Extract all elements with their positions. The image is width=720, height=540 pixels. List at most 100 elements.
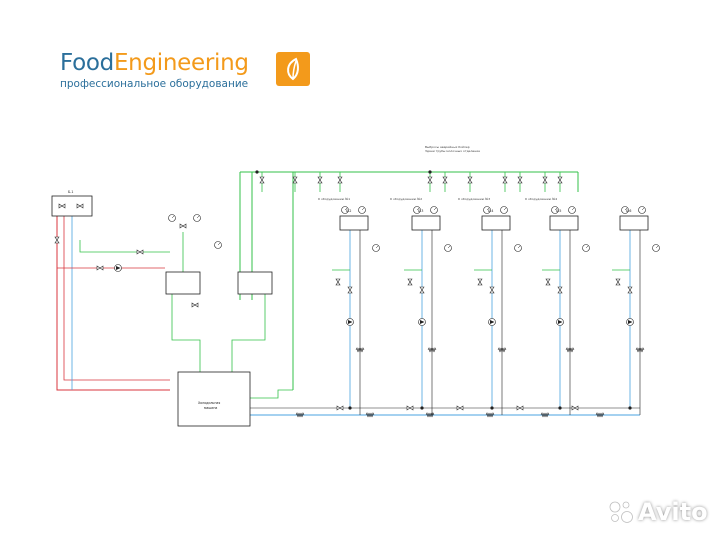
pump-arrow	[628, 320, 633, 324]
brand-logo-block: FoodEngineering профессиональное оборудо…	[60, 50, 249, 90]
central-unit-label-2: машина	[204, 406, 217, 410]
pump-arrow	[116, 266, 121, 270]
red-return-left	[56, 216, 170, 391]
drain-valve-icon	[336, 405, 344, 411]
consumer-junction-dot	[628, 406, 632, 410]
valve-body	[336, 405, 344, 411]
valve-body	[179, 223, 187, 229]
mixer-unit-a	[165, 271, 201, 295]
valve-body	[427, 176, 433, 184]
green-to-mixer	[79, 240, 170, 253]
central-unit-box	[177, 371, 251, 427]
valve-body	[557, 286, 563, 294]
consumer-unit-box	[339, 215, 369, 231]
consumer-valve-icon	[615, 278, 621, 286]
header-junction-dot	[255, 170, 259, 174]
mixer-outlet-valve-icon	[191, 302, 199, 308]
valve-body	[467, 176, 473, 184]
pump-arrow	[490, 320, 495, 324]
header-junction-dot	[428, 170, 432, 174]
consumer-valve-icon	[347, 286, 353, 294]
consumer-coil-icon	[635, 347, 645, 353]
consumer-unit-label: Б-2	[346, 209, 351, 213]
brand-tagline: профессиональное оборудование	[60, 78, 249, 90]
valve-body	[347, 286, 353, 294]
green-mixer-valve-icon	[136, 249, 144, 255]
avito-watermark: Avito	[608, 498, 708, 526]
valve-body	[191, 302, 199, 308]
consumer-coil-icon	[427, 347, 437, 353]
valve-body	[54, 236, 60, 244]
gauge-needle	[217, 242, 221, 246]
return-coil-icon	[595, 412, 605, 418]
branch-valve-icon	[442, 176, 448, 184]
branch-valve-icon	[292, 176, 298, 184]
branch-valve-icon	[542, 176, 548, 184]
equipment-label: К оборудованию №2	[390, 197, 422, 201]
consumer-valve-icon	[557, 286, 563, 294]
valve-body	[542, 176, 548, 184]
valve-body	[615, 278, 621, 286]
mixer-outlet-a	[171, 294, 201, 372]
valve-body	[627, 286, 633, 294]
pump-arrow	[420, 320, 425, 324]
mixer-outlet-b	[231, 294, 266, 372]
left-unit-valve-icon	[58, 203, 66, 209]
drain-valve-icon	[571, 405, 579, 411]
return-coil-icon	[365, 412, 375, 418]
left-unit-box	[51, 195, 93, 217]
red-cross-valve-icon	[96, 265, 104, 271]
brand-name: FoodEngineering	[60, 50, 249, 76]
consumer-coil-icon	[565, 347, 575, 353]
gauge-needle	[503, 207, 507, 211]
left-unit-label: Б-1	[68, 190, 73, 194]
equipment-label: К оборудованию №4	[525, 197, 557, 201]
valve-body	[292, 176, 298, 184]
consumer-junction-dot	[490, 406, 494, 410]
consumer-coil-icon	[497, 347, 507, 353]
consumer-valve-icon	[407, 278, 413, 286]
consumer-valve-icon	[545, 278, 551, 286]
valve-body	[571, 405, 579, 411]
equipment-label: К оборудованию №3	[458, 197, 490, 201]
valve-body	[419, 286, 425, 294]
valve-body	[517, 176, 523, 184]
branch-valve-icon	[337, 176, 343, 184]
gauge-needle	[585, 245, 589, 249]
central-green-out	[250, 389, 293, 399]
consumer-unit-box	[549, 215, 579, 231]
gauge-needle	[641, 207, 645, 211]
gauge-needle	[361, 207, 365, 211]
gauge-needle	[196, 215, 200, 219]
consumer-valve-icon	[335, 278, 341, 286]
consumer-unit-label: Б-6	[626, 209, 631, 213]
gauge-needle	[375, 245, 379, 249]
branch-valve-icon	[467, 176, 473, 184]
avito-dots-icon	[609, 501, 633, 523]
valve-body	[259, 176, 265, 184]
pump-arrow	[348, 320, 353, 324]
gauge-needle	[416, 207, 420, 211]
gauge-needle	[554, 207, 558, 211]
valve-body	[96, 265, 104, 271]
valve-body	[545, 278, 551, 286]
gauge-needle	[624, 207, 628, 211]
consumer-valve-icon	[419, 286, 425, 294]
drain-valve-icon	[516, 405, 524, 411]
header-note-line2: Здани трубы молочных отделение	[425, 149, 480, 153]
return-coil-icon	[425, 412, 435, 418]
header-note-line1: Выбросы аварийных бойлер	[425, 145, 470, 149]
leaf-icon	[276, 52, 310, 86]
consumer-valve-icon	[489, 286, 495, 294]
component-layer	[51, 170, 660, 427]
valve-body	[317, 176, 323, 184]
consumer-unit-box	[481, 215, 511, 231]
consumer-junction-dot	[348, 406, 352, 410]
consumer-unit-label: Б-3	[418, 209, 423, 213]
watermark-text: Avito	[638, 498, 708, 526]
valve-body	[335, 278, 341, 286]
branch-valve-icon	[557, 176, 563, 184]
gauge-needle	[433, 207, 437, 211]
